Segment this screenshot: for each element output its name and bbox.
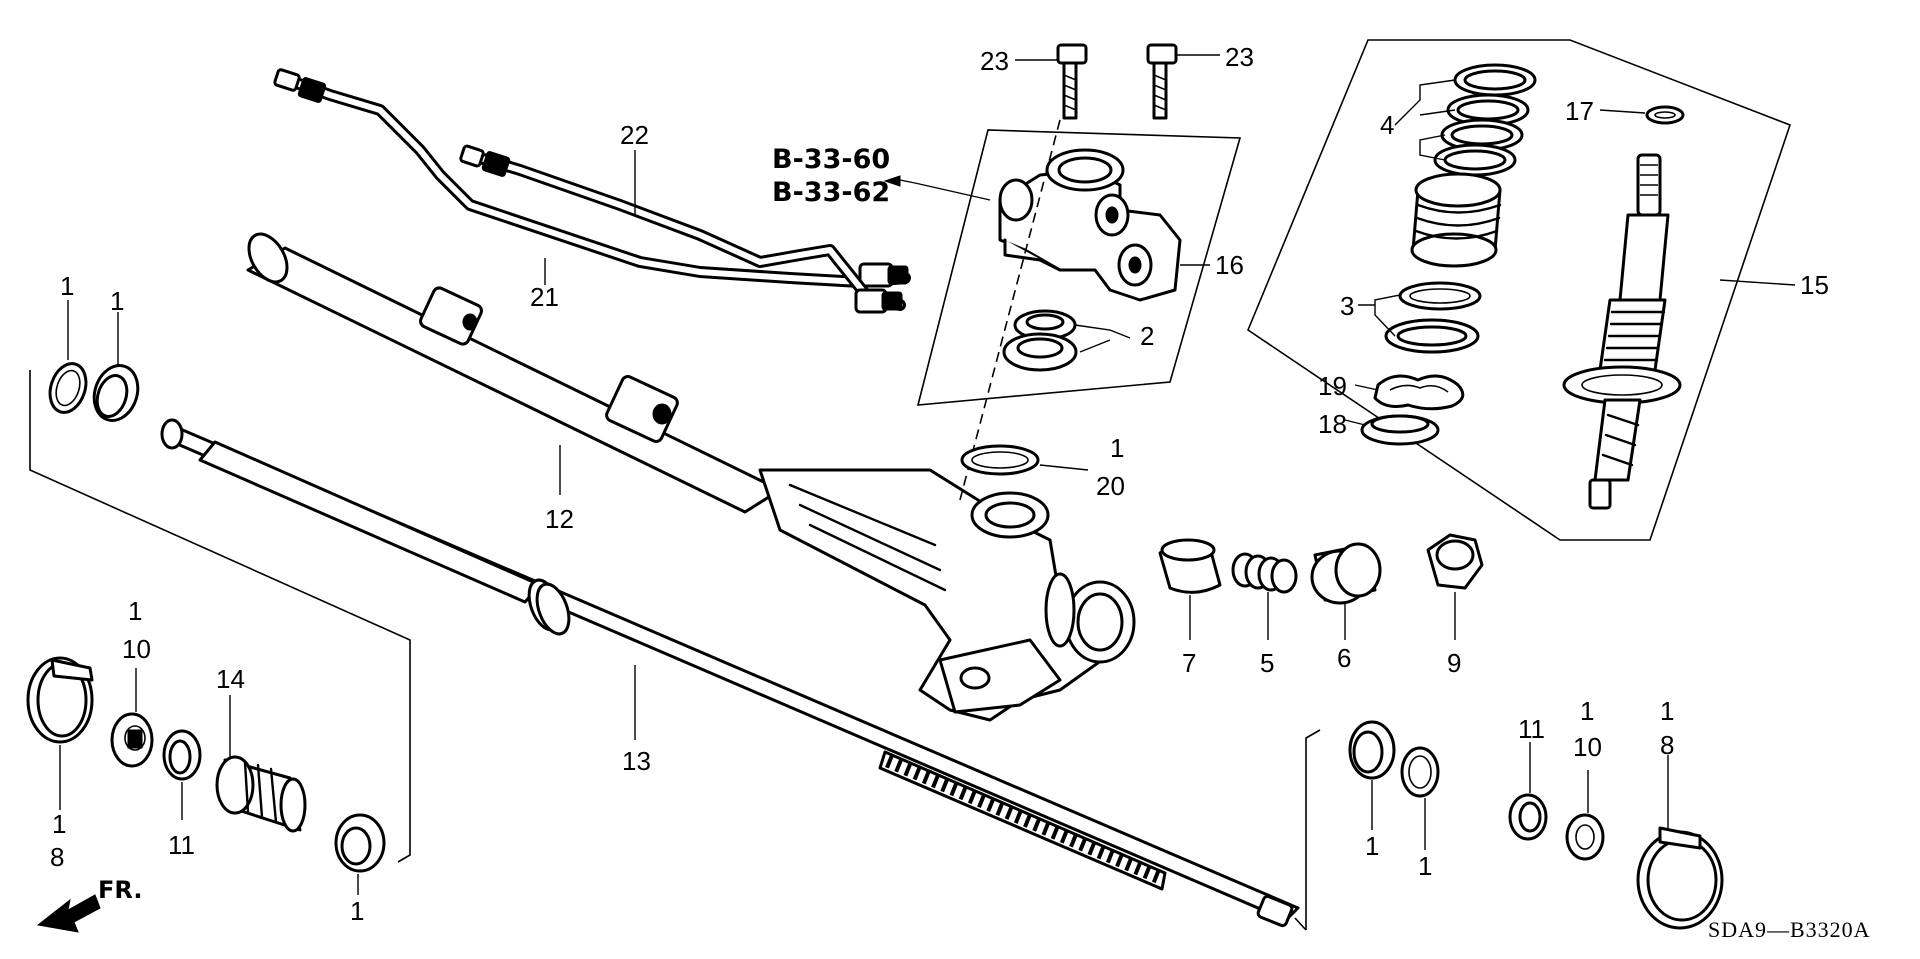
diagram-code: SDA9—B3320A	[1708, 917, 1871, 942]
callout-8-right-qty: 1	[1660, 696, 1674, 726]
bolt-23-right	[1146, 43, 1178, 120]
washer-3	[1384, 281, 1482, 354]
pinion-shaft-15	[1562, 153, 1682, 510]
spring-5	[1231, 552, 1298, 594]
bolt-23-left	[959, 43, 1088, 501]
callout-1-seal-b: 1	[110, 286, 124, 316]
callout-23-a: 23	[980, 46, 1009, 76]
boot-band-8-right	[1636, 826, 1724, 930]
callout-5: 5	[1260, 648, 1274, 678]
callout-4: 4	[1380, 110, 1394, 140]
seal-1-bottom	[334, 813, 386, 873]
callout-22: 22	[620, 120, 649, 150]
front-direction-arrow: FR.	[36, 876, 142, 933]
ref-code-2: B-33-62	[772, 177, 890, 208]
callout-21: 21	[530, 282, 559, 312]
snap-ring-17	[1645, 105, 1685, 125]
o-ring-20	[960, 444, 1040, 476]
ref-code-1: B-33-60	[772, 144, 890, 175]
feed-line-22	[273, 68, 911, 288]
callout-12: 12	[545, 504, 574, 534]
cylinder-housing-12	[246, 232, 782, 514]
callout-13: 13	[622, 746, 651, 776]
callout-6: 6	[1337, 643, 1351, 673]
rack-guide-7	[1158, 538, 1222, 594]
return-line-21	[459, 144, 906, 314]
bearing-2-lower	[1002, 332, 1078, 372]
callout-19: 19	[1318, 371, 1347, 401]
valve-body-16	[998, 148, 1182, 302]
callout-1-seal-a: 1	[60, 271, 74, 301]
callout-15: 15	[1800, 270, 1829, 300]
callout-1-right-a: 1	[1365, 831, 1379, 861]
callout-20: 20	[1096, 471, 1125, 501]
callout-20-qty: 1	[1110, 433, 1124, 463]
front-label: FR.	[98, 876, 142, 904]
callout-18: 18	[1318, 409, 1347, 439]
callout-10-left-qty: 1	[128, 596, 142, 626]
callout-10-right: 10	[1573, 732, 1602, 762]
seal-1-right-b	[1400, 746, 1440, 798]
gasket-19	[1373, 374, 1465, 411]
callout-1-bottom: 1	[350, 896, 364, 926]
callout-10-left: 10	[122, 634, 151, 664]
callout-10-right-qty: 1	[1580, 696, 1594, 726]
bushing-14	[215, 755, 307, 833]
steering-rack-13	[160, 418, 1300, 928]
callout-labels: 1 1 1 10 14 1 8 11 1 13 12 21 22 23 23 1…	[50, 42, 1829, 926]
callout-2: 2	[1140, 321, 1154, 351]
leader-lines	[59, 54, 1796, 895]
callout-8-left-qty: 1	[52, 809, 66, 839]
seal-4-stack	[1433, 63, 1537, 177]
callout-8-left: 8	[50, 842, 64, 872]
guide-screw-6	[1310, 542, 1382, 605]
callout-3: 3	[1340, 291, 1354, 321]
callout-7: 7	[1182, 648, 1196, 678]
lock-nut-9	[1426, 533, 1484, 590]
callout-11-left: 11	[168, 830, 195, 860]
seal-ring-left-2	[92, 364, 140, 422]
valve-sleeve	[1410, 172, 1502, 268]
group-frames	[29, 39, 1792, 931]
callout-1-right-b: 1	[1418, 851, 1432, 881]
callout-9: 9	[1447, 648, 1461, 678]
callout-11-right: 11	[1518, 714, 1545, 744]
callout-23-b: 23	[1225, 42, 1254, 72]
seal-18	[1360, 414, 1440, 446]
seal-11-right	[1508, 793, 1548, 841]
callout-8-right: 8	[1660, 730, 1674, 760]
gear-housing	[758, 468, 1136, 722]
seal-1-right-a	[1348, 720, 1396, 780]
lock-washer-10-left	[110, 712, 154, 768]
seal-11-left	[162, 729, 202, 781]
callout-16: 16	[1215, 250, 1244, 280]
lock-washer-10-right	[1565, 813, 1605, 861]
boot-band-8-left	[26, 656, 94, 744]
callout-14: 14	[216, 664, 245, 694]
callout-17: 17	[1565, 96, 1594, 126]
seal-ring-left-1	[48, 362, 88, 414]
